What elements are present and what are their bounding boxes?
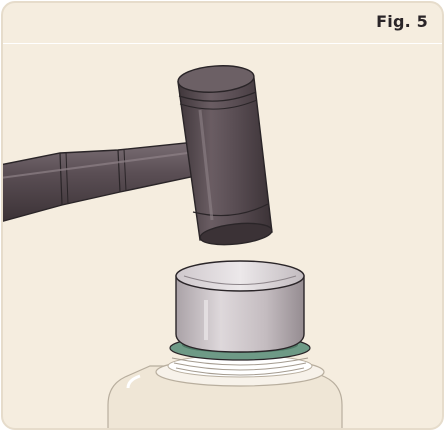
mallet-head bbox=[177, 63, 273, 247]
mallet-handle bbox=[1, 142, 195, 222]
bottle-cap bbox=[176, 261, 304, 352]
bottle bbox=[108, 355, 342, 430]
